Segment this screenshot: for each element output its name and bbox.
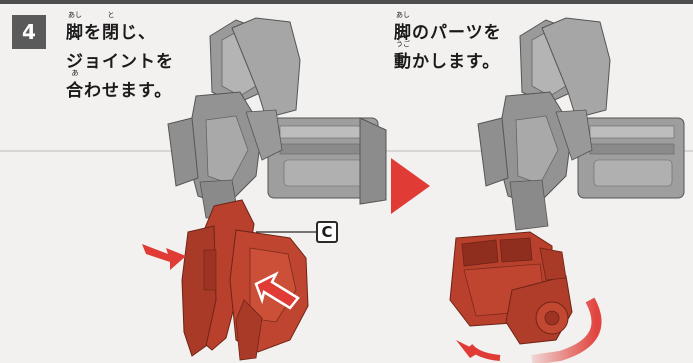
right-line-1: あし脚のパーツを — [394, 11, 502, 43]
push-arrow-icon — [142, 244, 186, 270]
right-line-2: うご動かします。 — [394, 40, 501, 72]
part-label-badge: C — [316, 221, 338, 243]
top-frame-line — [0, 0, 693, 4]
rotate-arrow-icon — [531, 297, 602, 363]
right-red-leg-block — [449, 231, 573, 345]
right-instruction-text: あし脚のパーツを うご動かします。 — [394, 11, 502, 77]
left-line-1: あし脚をと閉じ、 — [66, 11, 156, 43]
right-robot-figure — [477, 17, 685, 231]
part-label-text: C — [321, 223, 333, 241]
rotate-arrow-icon — [467, 343, 501, 361]
left-line-2: ジョイントを — [66, 52, 174, 72]
push-arrow-icon — [254, 271, 300, 310]
left-line-3: あ合わせます。 — [66, 69, 173, 101]
left-instruction-text: あし脚をと閉じ、 ジョイントを あ合わせます。 — [66, 11, 174, 106]
left-red-leg-parts — [181, 199, 309, 361]
next-step-arrow-icon — [391, 158, 430, 214]
step-number-badge: 4 — [12, 15, 46, 49]
left-robot-figure — [167, 17, 387, 219]
step-number: 4 — [22, 20, 36, 44]
